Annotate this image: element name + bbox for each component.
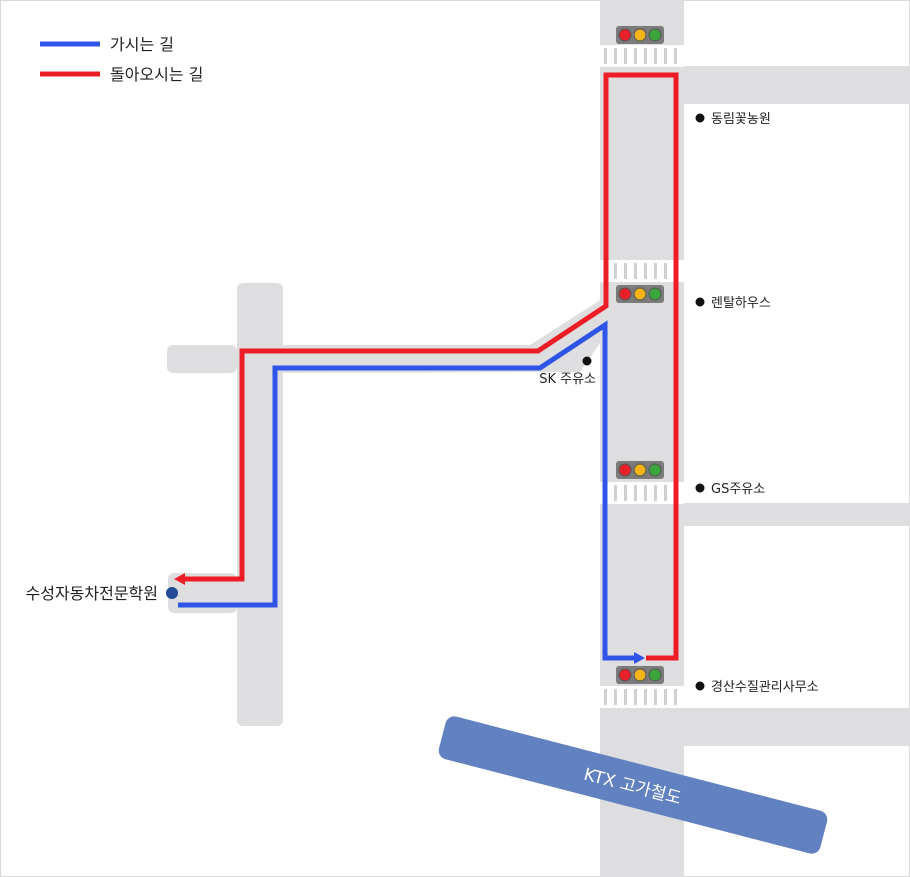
road-network (167, 0, 910, 877)
crosswalk-stripe (654, 485, 657, 501)
outbound-route-line (178, 320, 636, 661)
crosswalk-stripe (624, 485, 627, 501)
place-label: 동림꽃농원 (711, 112, 771, 127)
left-road-stub (167, 345, 237, 373)
place-gs-station: GS주유소 (695, 482, 765, 497)
location-dot-icon (695, 681, 705, 691)
legend-outbound-label: 가시는 길 (110, 35, 174, 54)
crosswalk-stripe (614, 485, 617, 501)
crosswalk-icon (600, 686, 684, 708)
place-flower-farm: 동림꽃농원 (695, 112, 771, 127)
crosswalk-stripe (644, 48, 647, 64)
crosswalk-stripe (614, 689, 617, 705)
place-academy: 수성자동차전문학원 (26, 584, 178, 603)
traffic-light-icon (616, 285, 664, 303)
crosswalk-stripe (654, 48, 657, 64)
crosswalk-stripe (664, 263, 667, 279)
location-dot-icon (582, 356, 592, 366)
traffic-lights (616, 26, 664, 684)
crosswalk-icon (600, 45, 684, 67)
crosswalk-icon (600, 482, 684, 504)
legend-return-label: 돌아오시는 길 (110, 65, 203, 84)
side-road-middle (684, 503, 910, 526)
crosswalk-stripe (674, 48, 677, 64)
crosswalk-stripe (604, 689, 607, 705)
crosswalk-stripe (614, 48, 617, 64)
traffic-light-icon (616, 666, 664, 684)
crosswalk-stripe (664, 689, 667, 705)
return-route-line (184, 72, 679, 661)
place-label: GS주유소 (711, 482, 765, 497)
arrow-head-icon (174, 573, 185, 585)
ktx-band (438, 716, 828, 854)
crosswalk-stripe (634, 263, 637, 279)
crosswalk-stripe (644, 689, 647, 705)
crosswalk-stripe (644, 485, 647, 501)
traffic-light-icon (616, 26, 664, 44)
main-road-vertical (600, 0, 684, 877)
place-sk-station: SK 주유소 (539, 356, 596, 387)
traffic-light-icon (616, 461, 664, 479)
place-label: 렌탈하우스 (711, 296, 771, 311)
crosswalk-stripe (654, 689, 657, 705)
place-rental-house: 렌탈하우스 (695, 296, 771, 311)
crosswalk-stripe (614, 263, 617, 279)
location-dot-icon (695, 113, 705, 123)
crosswalk-stripe (624, 689, 627, 705)
crosswalk-stripe (634, 689, 637, 705)
routes (178, 72, 679, 661)
crosswalk-stripe (654, 263, 657, 279)
crosswalk-stripe (634, 485, 637, 501)
crosswalk-stripe (624, 48, 627, 64)
side-road-top (684, 66, 910, 104)
crosswalk-stripe (674, 689, 677, 705)
place-label: SK 주유소 (539, 372, 596, 387)
left-road-vertical (237, 283, 283, 726)
crosswalk-stripe (604, 48, 607, 64)
connector-road (237, 297, 612, 373)
arrow-head-icon (634, 652, 645, 664)
place-label: 경산수질관리사무소 (711, 680, 819, 695)
crosswalk-stripe (644, 263, 647, 279)
legend: 가시는 길 돌아오시는 길 (40, 35, 203, 84)
location-dot-icon (695, 297, 705, 307)
side-road-bottom (684, 708, 910, 746)
location-dot-icon (166, 587, 178, 599)
crosswalk-stripe (634, 48, 637, 64)
academy-label: 수성자동차전문학원 (26, 584, 158, 603)
crosswalk-icon (600, 260, 684, 282)
crosswalk-stripe (664, 48, 667, 64)
place-water-office: 경산수질관리사무소 (695, 680, 819, 695)
crosswalk-stripe (624, 263, 627, 279)
crosswalk-stripe (664, 485, 667, 501)
location-dot-icon (695, 483, 705, 493)
